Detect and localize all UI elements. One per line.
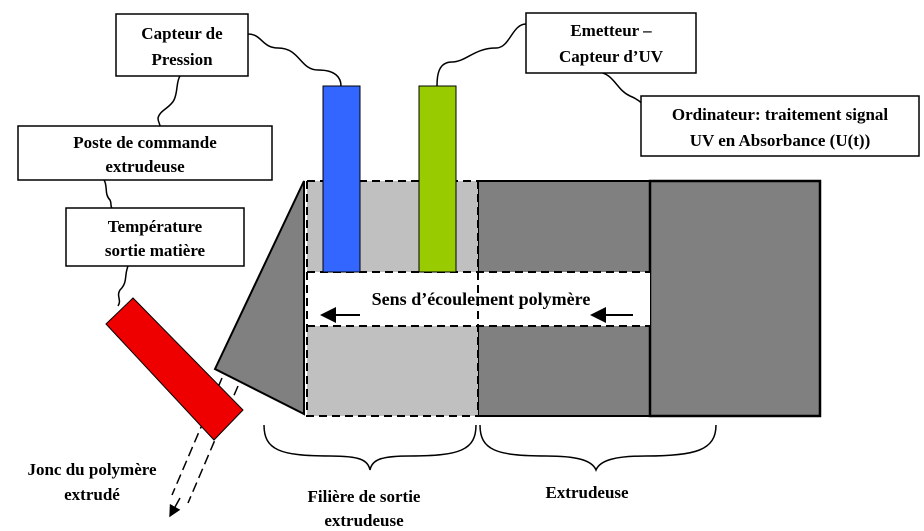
uv-emitter-box (525, 12, 697, 74)
extruder-end-block (648, 179, 822, 418)
cable-control (157, 75, 181, 127)
temperature-box (65, 207, 245, 267)
extruder-label: Extrudeuse (545, 483, 629, 502)
computer-line1: Ordinateur: traitement signal (672, 105, 889, 124)
temperature-probe (105, 297, 244, 441)
cable-pressure (247, 33, 342, 87)
die-label-line2: extrudeuse (324, 511, 404, 530)
uv-emitter-line1: Emetteur – (570, 21, 652, 40)
control-station-box (17, 125, 273, 181)
uv-probe (418, 85, 457, 273)
extruder-brace (479, 424, 717, 473)
control-station-line1: Poste de commande (73, 133, 217, 152)
die-outline-dashed (306, 180, 650, 417)
strand-label-line1: Jonc du polymère (27, 460, 157, 479)
uv-emitter-line2: Capteur d’UV (559, 47, 664, 66)
computer-line2: UV en Absorbance (U(t)) (690, 131, 871, 150)
die-label-line1: Filière de sortie (308, 487, 421, 506)
cable-control-temp (103, 179, 113, 209)
flow-direction-label: Sens d’écoulement polymère (372, 289, 591, 309)
strand-label-line2: extrudé (64, 485, 120, 504)
pressure-sensor-box (115, 13, 249, 77)
temperature-line1: Température (108, 217, 203, 236)
cable-temperature (117, 265, 129, 307)
temperature-line2: sortie matière (105, 241, 206, 260)
die-brace (263, 424, 477, 471)
cable-computer (595, 71, 647, 113)
pressure-sensor-line2: Pression (151, 50, 213, 69)
cable-uv (436, 23, 527, 87)
computer-box (640, 95, 920, 157)
pressure-sensor-line1: Capteur de (141, 24, 223, 43)
pressure-probe (322, 85, 361, 273)
die-cone (213, 180, 305, 416)
control-station-line2: extrudeuse (105, 157, 185, 176)
